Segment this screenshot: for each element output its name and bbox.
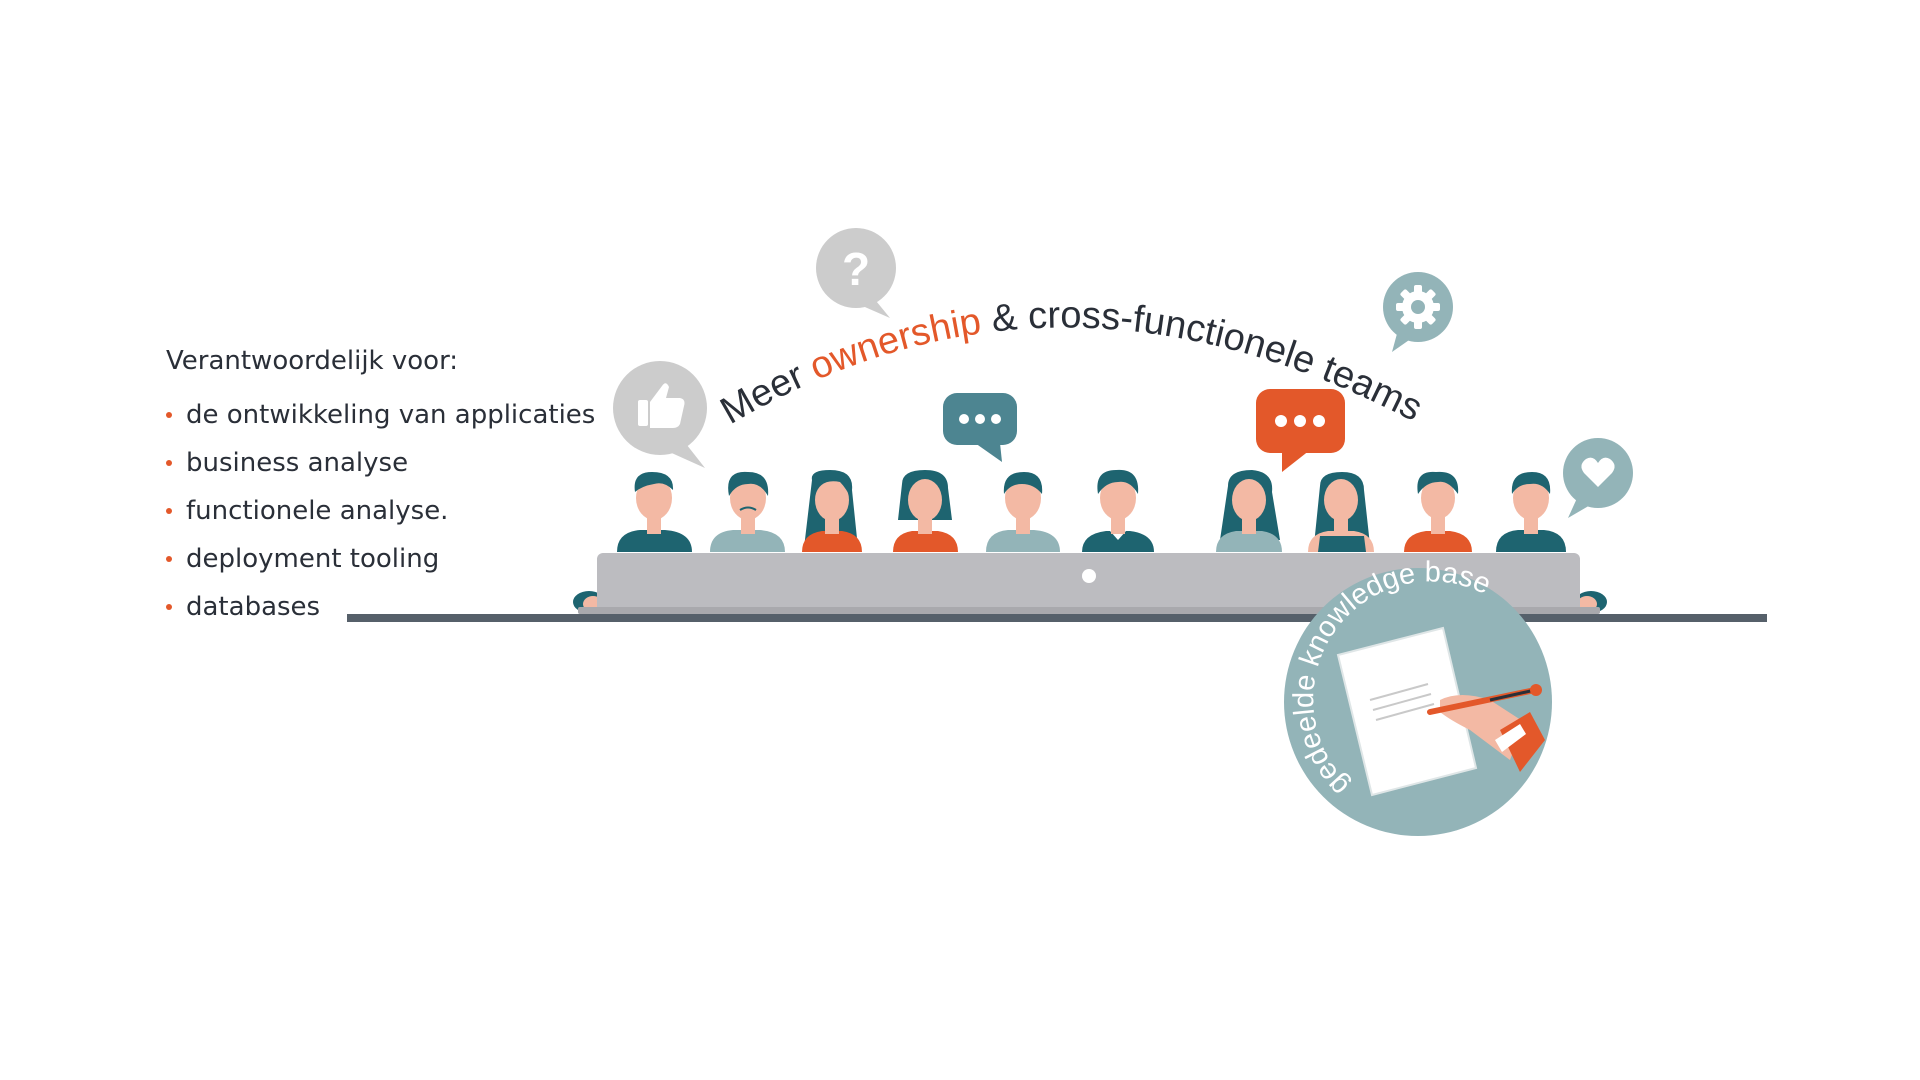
person <box>893 470 958 552</box>
list-item-label: functionele analyse. <box>186 496 449 526</box>
person <box>1216 470 1282 552</box>
arc-title-prefix: Meer <box>714 350 820 432</box>
ellipsis-icon <box>959 414 1001 424</box>
thumbs-up-icon <box>638 383 685 428</box>
person <box>986 472 1060 552</box>
person <box>617 472 692 552</box>
arc-title-highlight: ownership <box>804 300 984 388</box>
person <box>1496 472 1566 552</box>
knowledge-base-badge: gedeelde knowledge base <box>1284 556 1552 836</box>
camera-dot <box>1082 569 1096 583</box>
floor-line <box>347 614 1767 622</box>
chat-bubble-teal <box>943 393 1017 462</box>
thumbs-up-bubble <box>613 361 707 468</box>
list-item: de ontwikkeling van applicaties <box>166 400 595 430</box>
bullet-icon <box>166 556 172 562</box>
person <box>1308 472 1374 552</box>
gear-bubble <box>1383 272 1453 352</box>
document-icon <box>1336 626 1478 797</box>
responsibilities-items: de ontwikkeling van applicaties business… <box>166 400 595 622</box>
arc-title-suffix: & cross-functionele teams <box>978 294 1429 429</box>
list-item: business analyse <box>166 448 595 478</box>
list-item-label: business analyse <box>186 448 409 478</box>
heart-bubble <box>1563 438 1633 518</box>
list-item-label: databases <box>186 592 321 622</box>
person <box>802 470 862 552</box>
person <box>1404 471 1472 552</box>
bullet-icon <box>166 460 172 466</box>
list-item-label: deployment tooling <box>186 544 440 574</box>
list-item: deployment tooling <box>166 544 595 574</box>
person <box>710 471 785 552</box>
question-icon: ? <box>842 243 870 295</box>
ellipsis-icon <box>1275 415 1325 427</box>
responsibilities-heading: Verantwoordelijk voor: <box>166 346 459 376</box>
bullet-icon <box>166 508 172 514</box>
person <box>1082 469 1154 552</box>
list-item: functionele analyse. <box>166 496 595 526</box>
responsibilities-list: Verantwoordelijk voor: de ontwikkeling v… <box>166 346 595 640</box>
heart-icon <box>1581 457 1615 487</box>
bullet-icon <box>166 604 172 610</box>
writing-hand-icon <box>1427 684 1545 772</box>
list-item: databases <box>166 592 595 622</box>
bullet-icon <box>166 412 172 418</box>
question-bubble: ? <box>816 228 896 318</box>
list-item-label: de ontwikkeling van applicaties <box>186 400 596 430</box>
chat-bubble-orange <box>1256 389 1345 472</box>
